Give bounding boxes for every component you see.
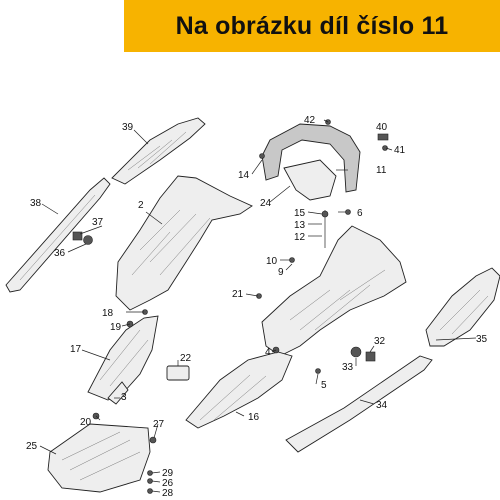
part-2-side-panel[interactable] <box>115 175 253 311</box>
part-14-screw[interactable] <box>259 153 265 159</box>
label-29: 29 <box>162 468 174 479</box>
part-15-washer[interactable] <box>321 210 329 218</box>
label-41: 41 <box>394 145 406 156</box>
label-13: 13 <box>294 220 306 231</box>
label-4: 4 <box>265 347 271 358</box>
label-24: 24 <box>260 198 272 209</box>
label-19: 19 <box>110 322 122 333</box>
part-28-screw[interactable] <box>147 488 153 494</box>
part-5-screw[interactable] <box>315 368 321 374</box>
label-26: 26 <box>162 478 174 489</box>
part-16-lower-panel[interactable] <box>185 351 293 429</box>
label-15: 15 <box>294 208 306 219</box>
label-16: 16 <box>248 412 260 423</box>
label-38: 38 <box>30 198 42 209</box>
label-36: 36 <box>54 248 66 259</box>
part-34-rear-strip[interactable] <box>285 355 433 453</box>
label-35: 35 <box>476 334 488 345</box>
part-24-center-cover[interactable] <box>283 159 337 201</box>
part-22-pad[interactable] <box>166 365 190 381</box>
label-20: 20 <box>80 417 92 428</box>
label-27: 27 <box>153 419 165 430</box>
header-banner: Na obrázku díl číslo 11 <box>124 0 500 52</box>
leader-lines <box>39 119 477 493</box>
label-12: 12 <box>294 232 306 243</box>
part-33-nut[interactable] <box>350 346 362 358</box>
label-2: 2 <box>138 200 144 211</box>
part-38-rail[interactable] <box>5 177 111 293</box>
label-22: 22 <box>180 353 192 364</box>
part-26-washer[interactable] <box>147 478 153 484</box>
label-6: 6 <box>357 208 363 219</box>
part-41-screw[interactable] <box>382 145 388 151</box>
part-3-trim-piece[interactable] <box>107 381 129 405</box>
label-28: 28 <box>162 488 174 499</box>
part-36-clip[interactable] <box>83 235 93 245</box>
label-3: 3 <box>121 392 127 403</box>
label-5: 5 <box>321 380 327 391</box>
label-21: 21 <box>232 289 244 300</box>
label-25: 25 <box>26 441 38 452</box>
part-11-grab-handle[interactable] <box>261 123 361 193</box>
label-18: 18 <box>102 308 114 319</box>
label-17: 17 <box>70 344 82 355</box>
label-14: 14 <box>238 170 250 181</box>
part-27-screw[interactable] <box>149 436 157 444</box>
part-32-clip[interactable] <box>365 351 376 362</box>
part-29-washer[interactable] <box>147 470 153 476</box>
label-9: 9 <box>278 267 284 278</box>
label-10: 10 <box>266 256 278 267</box>
label-33: 33 <box>342 362 354 373</box>
part-37-nut[interactable] <box>72 231 83 241</box>
label-40: 40 <box>376 122 388 133</box>
part-9-rear-tray[interactable] <box>261 225 407 357</box>
part-6-screw[interactable] <box>345 209 351 215</box>
page-title: Na obrázku díl číslo 11 <box>175 11 449 40</box>
label-11: 11 <box>376 165 387 176</box>
part-25-floor-mat[interactable] <box>47 423 151 493</box>
label-42: 42 <box>304 115 316 126</box>
label-34: 34 <box>376 400 388 411</box>
label-32: 32 <box>374 336 386 347</box>
part-40-bracket[interactable] <box>377 133 389 141</box>
label-39: 39 <box>122 122 134 133</box>
label-37: 37 <box>92 217 104 228</box>
part-10-screw[interactable] <box>289 257 295 263</box>
